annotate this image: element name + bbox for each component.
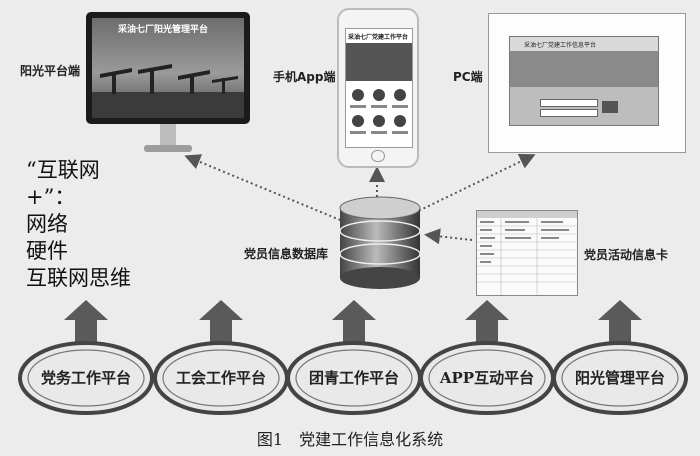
db-to-sunshine-arrow bbox=[184, 154, 346, 223]
pc-screen-header: 采油七厂党建工作信息平台 bbox=[524, 42, 597, 49]
pc-login-button bbox=[602, 101, 618, 113]
monitor-screen-title: 采油七厂阳光管理平台 bbox=[118, 25, 209, 35]
up-arrow-1 bbox=[64, 300, 108, 346]
card-to-db-arrow bbox=[424, 228, 473, 245]
platform-oval-ring-3 bbox=[295, 349, 413, 407]
card-label: 党员活动信息卡 bbox=[584, 248, 669, 262]
platform-oval-ring-4 bbox=[428, 349, 546, 407]
phone-app-icons bbox=[350, 89, 408, 134]
pc-password-field bbox=[540, 109, 598, 117]
platform-oval-ring-5 bbox=[561, 349, 679, 407]
monitor-screen: 采油七厂阳光管理平台 bbox=[92, 18, 244, 118]
oil-pump-scene bbox=[92, 64, 244, 118]
platform-label-3: 团青工作平台 bbox=[309, 369, 399, 387]
db-to-pc-arrow bbox=[409, 154, 536, 216]
up-arrow-5 bbox=[598, 300, 642, 346]
left-text-line-4: 硬件 bbox=[26, 239, 68, 263]
platform-label-1: 党务工作平台 bbox=[41, 369, 131, 387]
up-arrow-2 bbox=[199, 300, 243, 346]
left-text-line-5: 互联网思维 bbox=[26, 266, 131, 290]
database-icon bbox=[339, 196, 421, 289]
platform-oval-ring-1 bbox=[27, 349, 145, 407]
monitor-device: 采油七厂阳光管理平台 bbox=[86, 12, 250, 154]
platform-label-2: 工会工作平台 bbox=[176, 369, 266, 387]
phone-screen-title: 采油七厂党建工作平台 bbox=[348, 34, 409, 41]
up-arrow-4 bbox=[465, 300, 509, 346]
pc-login-window: 采油七厂党建工作信息平台 bbox=[509, 36, 659, 126]
platform-oval-5 bbox=[552, 341, 688, 415]
phone-screen: 采油七厂党建工作平台 bbox=[345, 28, 413, 148]
pc-username-field bbox=[540, 99, 598, 107]
internet-plus-text: “互联网 +”： 网络 硬件 互联网思维 bbox=[26, 157, 131, 292]
left-text-line-1: “互联网 bbox=[26, 158, 100, 182]
left-text-line-2: +”： bbox=[26, 185, 76, 209]
up-arrow-3 bbox=[332, 300, 376, 346]
sunshine-label: 阳光平台端 bbox=[20, 64, 81, 78]
left-text-line-3: 网络 bbox=[26, 212, 68, 236]
platform-oval-ring-2 bbox=[162, 349, 280, 407]
phone-device: 采油七厂党建工作平台 bbox=[337, 8, 419, 168]
platform-label-4: APP互动平台 bbox=[439, 369, 534, 387]
mobile-label: 手机App端 bbox=[273, 70, 336, 84]
member-card-form bbox=[476, 210, 578, 296]
db-label: 党员信息数据库 bbox=[244, 247, 329, 261]
pc-label: PC端 bbox=[453, 70, 483, 84]
platforms-row: 党务工作平台 工会工作平台 团青工作平台 APP互动平台 阳光管理平台 bbox=[18, 300, 688, 415]
pc-screen: 采油七厂党建工作信息平台 bbox=[488, 13, 686, 153]
platform-oval-1 bbox=[18, 341, 154, 415]
figure-caption: 图1 党建工作信息化系统 bbox=[256, 430, 444, 449]
platform-label-5: 阳光管理平台 bbox=[575, 369, 665, 387]
phone-home-button bbox=[371, 150, 385, 162]
